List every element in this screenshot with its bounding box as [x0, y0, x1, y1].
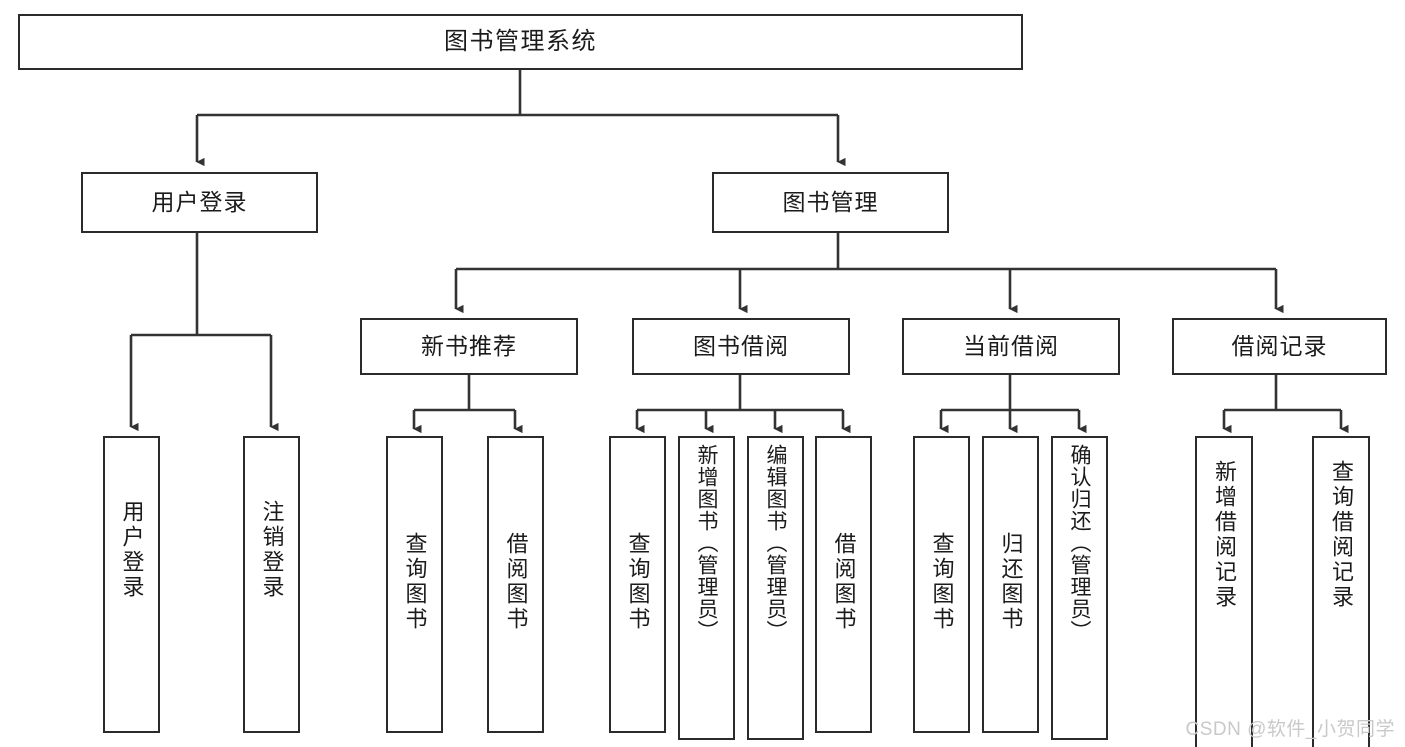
node-label: 图书管理: [782, 188, 879, 215]
leaf-borrow-add-book-admin[interactable]: 新增图书（管理员）: [678, 436, 735, 740]
leaf-new-book-query[interactable]: 查询图书: [386, 436, 443, 733]
node-label: 图书管理系统: [444, 27, 597, 55]
node-current-borrow[interactable]: 当前借阅: [902, 318, 1120, 375]
leaf-current-confirm-return-admin[interactable]: 确认归还（管理员）: [1051, 436, 1108, 740]
node-label: 新书推荐: [421, 332, 517, 359]
node-label: 用户登录: [119, 500, 145, 600]
node-label: 借阅图书: [831, 532, 857, 632]
leaf-record-add-record[interactable]: 新增借阅记录: [1195, 436, 1253, 747]
leaf-borrow-query-book[interactable]: 查询图书: [609, 436, 666, 733]
csdn-watermark: CSDN @软件_小贺同学: [1185, 719, 1395, 740]
leaf-record-query-record[interactable]: 查询借阅记录: [1312, 436, 1370, 747]
node-user-login[interactable]: 用户登录: [81, 172, 318, 233]
node-label: 查询图书: [929, 532, 955, 632]
node-label: 借阅图书: [503, 532, 529, 632]
leaf-user-login-login[interactable]: 用户登录: [103, 436, 160, 733]
node-new-book-recommend[interactable]: 新书推荐: [360, 318, 578, 375]
leaf-current-return-book[interactable]: 归还图书: [982, 436, 1039, 733]
node-label: 用户登录: [151, 188, 248, 215]
node-label: 查询借阅记录: [1329, 460, 1354, 610]
node-book-borrow[interactable]: 图书借阅: [632, 318, 850, 375]
node-label: 编辑图书（管理员）: [764, 444, 787, 642]
node-borrow-record[interactable]: 借阅记录: [1172, 318, 1387, 375]
node-label: 图书借阅: [693, 332, 789, 359]
node-label: 新增图书（管理员）: [695, 444, 718, 642]
node-label: 新增借阅记录: [1212, 460, 1237, 610]
leaf-borrow-edit-book-admin[interactable]: 编辑图书（管理员）: [747, 436, 804, 740]
leaf-user-login-logout[interactable]: 注销登录: [243, 436, 300, 733]
node-label: 查询图书: [625, 532, 651, 632]
node-label: 借阅记录: [1231, 332, 1328, 359]
node-label: 注销登录: [259, 500, 285, 600]
node-root-system[interactable]: 图书管理系统: [18, 14, 1023, 70]
leaf-borrow-borrow-book[interactable]: 借阅图书: [815, 436, 872, 733]
node-label: 查询图书: [402, 532, 428, 632]
node-label: 归还图书: [998, 532, 1024, 632]
leaf-current-query-book[interactable]: 查询图书: [913, 436, 970, 733]
node-book-management[interactable]: 图书管理: [712, 172, 949, 233]
node-label: 确认归还（管理员）: [1068, 444, 1091, 642]
node-label: 当前借阅: [963, 332, 1059, 359]
leaf-new-book-borrow[interactable]: 借阅图书: [487, 436, 544, 733]
